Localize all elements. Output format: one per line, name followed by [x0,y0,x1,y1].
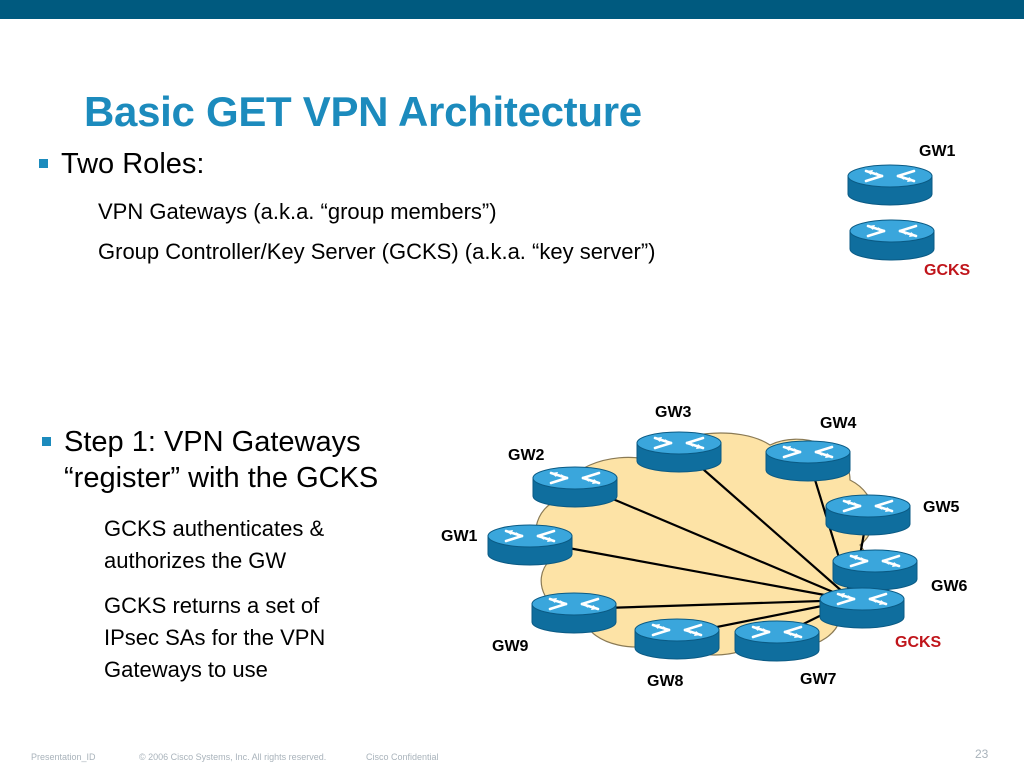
footer-copyright: © 2006 Cisco Systems, Inc. All rights re… [139,752,327,762]
router-icon [764,439,852,483]
router-icon [633,617,721,661]
sub-bullet-authenticates: GCKS authenticates & authorizes the GW [104,513,324,577]
bullet-text: Two Roles: [61,148,205,180]
router-icon [530,591,618,635]
label-gw2: GW2 [508,447,545,464]
sub-bullet-returns-sas: GCKS returns a set of IPsec SAs for the … [104,590,325,686]
sub-line: GCKS authenticates & [104,516,325,541]
sub-bullet-gcks: Group Controller/Key Server (GCKS) (a.k.… [98,239,656,264]
sub-line: authorizes the GW [104,548,287,573]
router-icon [733,619,821,663]
legend-gw-label: GW1 [919,143,956,160]
legend-gcks-label: GCKS [924,262,971,279]
top-bar [0,0,1024,19]
router-icon [486,523,574,567]
label-gw8: GW8 [647,673,684,690]
sub-line: IPsec SAs for the VPN [104,625,326,650]
router-icon [824,493,912,537]
square-bullet-icon [42,437,51,446]
label-gw6: GW6 [931,578,968,595]
router-icon [848,218,936,262]
sub-line: Gateways to use [104,657,268,682]
label-gw4: GW4 [820,415,857,432]
slide-title: Basic GET VPN Architecture [84,88,642,135]
label-gw5: GW5 [923,499,960,516]
square-bullet-icon [39,159,48,168]
page-number: 23 [975,747,989,761]
bullet-text-line2: “register” with the GCKS [64,462,379,494]
edge-gcks-gw2 [574,481,853,602]
router-icon [531,465,619,509]
router-icon [846,163,934,207]
bullet-text-line1: Step 1: VPN Gateways [64,426,361,458]
label-gcks: GCKS [895,634,942,651]
router-icon [831,548,919,592]
label-gw9: GW9 [492,638,529,655]
label-gw3: GW3 [655,404,692,421]
sub-line: GCKS returns a set of [104,593,320,618]
footer-confidential: Cisco Confidential [366,752,439,762]
bullet-two-roles: Two Roles: [39,146,205,182]
router-icon [818,586,906,630]
sub-bullet-vpn-gateways: VPN Gateways (a.k.a. “group members”) [98,199,497,224]
bullet-step-1: Step 1: VPN Gateways “register” with the… [42,424,379,496]
edge-gcks-gw3 [678,447,853,601]
router-icon [635,430,723,474]
node-labels: GW3 GW4 GW2 GW5 GW1 GW6 GCKS GW9 GW7 GW8 [441,404,968,690]
edge-gcks-gw1 [529,539,853,602]
label-gw1: GW1 [441,528,478,545]
footer-presentation-id: Presentation_ID [31,752,96,762]
edge-gcks-gw9 [573,598,853,611]
label-gw7: GW7 [800,671,837,688]
